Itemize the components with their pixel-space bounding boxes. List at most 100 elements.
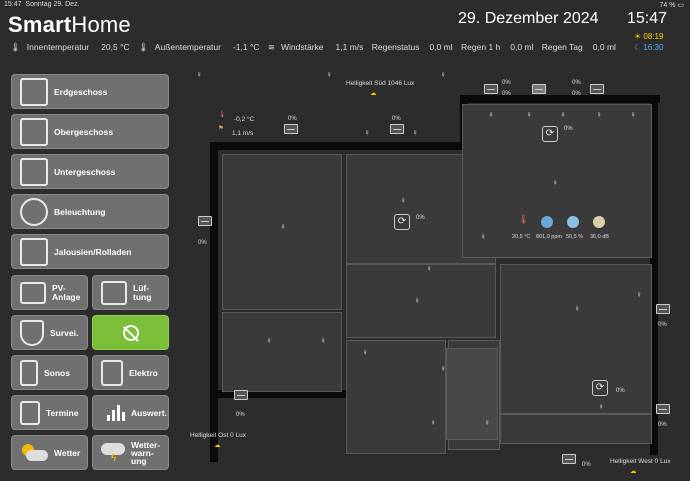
nav-beleuchtung-button[interactable]: Beleuchtung (11, 194, 169, 229)
lightbulb-icon[interactable]: ♀ (630, 110, 636, 119)
nav-elektro-button[interactable]: Elektro (92, 355, 169, 390)
shutter-percent: 0% (236, 412, 245, 418)
shutter-control[interactable] (234, 390, 248, 400)
brightness-west-label: Helligkeit West 0 Lux (610, 458, 671, 465)
lightbulb-icon[interactable]: ♀ (362, 348, 368, 357)
outside-temp: -0,2 °C (234, 116, 255, 123)
lightbulb-icon[interactable]: ♀ (480, 232, 486, 241)
lightbulb-icon[interactable]: ♀ (526, 110, 532, 119)
brightness-east-label: Helligkeit Ost 0 Lux (190, 432, 246, 439)
solar-panel-icon (20, 281, 46, 304)
shutter-control[interactable] (532, 84, 546, 94)
shutter-control[interactable] (284, 124, 298, 134)
lightbulb-icon[interactable]: ♀ (488, 110, 494, 119)
room-entry (500, 414, 652, 444)
sun-icon: ☁ (630, 468, 637, 475)
co2-icon (541, 216, 553, 228)
lightbulb-icon[interactable]: ♀ (552, 178, 558, 187)
nav-untergeschoss-button[interactable]: Untergeschoss (11, 154, 169, 189)
room-bath (222, 312, 342, 392)
system-status-bar: 15:47 Sonntag 29. Dez. 74 % ▭ (0, 0, 690, 10)
shutter-percent: 0% (658, 322, 667, 328)
thunderstorm-icon: ϟ (101, 442, 125, 463)
nav-lueftung-button[interactable]: Lüf- tung (92, 275, 169, 310)
nav-wetter-button[interactable]: Wetter (11, 435, 88, 470)
lightbulb-icon[interactable]: ♀ (364, 128, 370, 137)
shutter-control[interactable] (198, 216, 212, 226)
room-office (500, 264, 652, 414)
sync-icon[interactable]: ⟳ (592, 380, 608, 396)
lightbulb-icon[interactable]: ♀ (596, 110, 602, 119)
nav-jalousien-button[interactable]: Jalousien/Rolladen (11, 234, 169, 269)
humidity-icon (567, 216, 579, 228)
sun-icon: ☁ (214, 442, 221, 449)
shutter-percent: 0% (658, 422, 667, 428)
alarm-off-button[interactable] (92, 315, 169, 350)
lightbulb-icon[interactable]: ♀ (280, 222, 286, 231)
shutter-control[interactable] (656, 304, 670, 314)
thermometer-icon: 🌡 (138, 42, 149, 52)
room-hall (346, 264, 496, 338)
lightbulb-icon[interactable]: ♀ (636, 290, 642, 299)
lightbulb-icon[interactable]: ♀ (598, 402, 604, 411)
header-date: 29. Dezember 2024 (458, 10, 599, 27)
nav-obergeschoss-button[interactable]: Obergeschoss (11, 114, 169, 149)
shutter-percent: 0% (198, 240, 207, 246)
wind-flag-icon: ⚑ (218, 125, 224, 132)
sync-percent: 0% (616, 388, 625, 394)
nav-erdgeschoss-button[interactable]: Erdgeschoss (11, 74, 169, 109)
lightbulb-icon[interactable]: ♀ (320, 336, 326, 345)
lightbulb-icon[interactable]: ♀ (326, 70, 332, 79)
nav-sonos-button[interactable]: Sonos (11, 355, 88, 390)
outside-wind: 1,1 m/s (232, 130, 254, 137)
battery-value: 74 % (659, 2, 676, 9)
sync-icon[interactable]: ⟳ (394, 214, 410, 230)
shield-icon (20, 319, 44, 346)
shutter-percent: 0% (572, 91, 581, 97)
shutter-percent: 0% (582, 462, 591, 468)
shutter-control[interactable] (390, 124, 404, 134)
lightbulb-icon[interactable]: ♀ (484, 418, 490, 427)
lightbulb-icon[interactable]: ♀ (266, 336, 272, 345)
lightbulb-icon[interactable]: ♀ (414, 296, 420, 305)
brightness-south-label: Helligkeit Süd 1046 Lux (346, 80, 415, 87)
status-time-date: 15:47 Sonntag 29. Dez. (4, 1, 80, 8)
sunrise: ☀ 08:19 (634, 32, 664, 41)
room-living (222, 154, 342, 310)
shutter-control[interactable] (656, 404, 670, 414)
noise-icon (593, 216, 605, 228)
speaker-icon (20, 359, 38, 386)
lightbulb-icon[interactable]: ♀ (426, 264, 432, 273)
shutter-control[interactable] (562, 454, 576, 464)
lightbulb-icon[interactable]: ♀ (400, 196, 406, 205)
wall (210, 142, 462, 150)
lightbulb-icon (20, 197, 48, 226)
shutter-control[interactable] (484, 84, 498, 94)
shutter-control[interactable] (590, 84, 604, 94)
nav-survei-button[interactable]: Survei. (11, 315, 88, 350)
alarm-clock-off-icon (122, 324, 139, 342)
wall (650, 95, 658, 455)
lightbulb-icon[interactable]: ♀ (412, 128, 418, 137)
lightbulb-icon[interactable]: ♀ (196, 70, 202, 79)
sync-percent: 0% (416, 215, 425, 221)
room-stairs (346, 340, 446, 454)
sync-percent: 0% (564, 126, 573, 132)
shutter-percent: 0% (502, 80, 511, 86)
lightbulb-icon[interactable]: ♀ (560, 110, 566, 119)
lightbulb-icon[interactable]: ♀ (430, 418, 436, 427)
lightbulb-icon[interactable]: ♀ (440, 70, 446, 79)
ventilation-icon (101, 280, 127, 305)
nav-termine-button[interactable]: Termine (11, 395, 88, 430)
nav-pv-button[interactable]: PV- Anlage (11, 275, 88, 310)
lightbulb-icon[interactable]: ♀ (440, 364, 446, 373)
floorplan-icon (20, 157, 48, 186)
sunset: ☾ 16:30 (634, 43, 664, 52)
nav-auswert-button[interactable]: Auswert. (92, 395, 169, 430)
sync-icon[interactable]: ⟳ (542, 126, 558, 142)
sun-icon: ☁ (370, 90, 377, 97)
lightbulb-icon[interactable]: ♀ (574, 304, 580, 313)
wall (210, 390, 390, 398)
